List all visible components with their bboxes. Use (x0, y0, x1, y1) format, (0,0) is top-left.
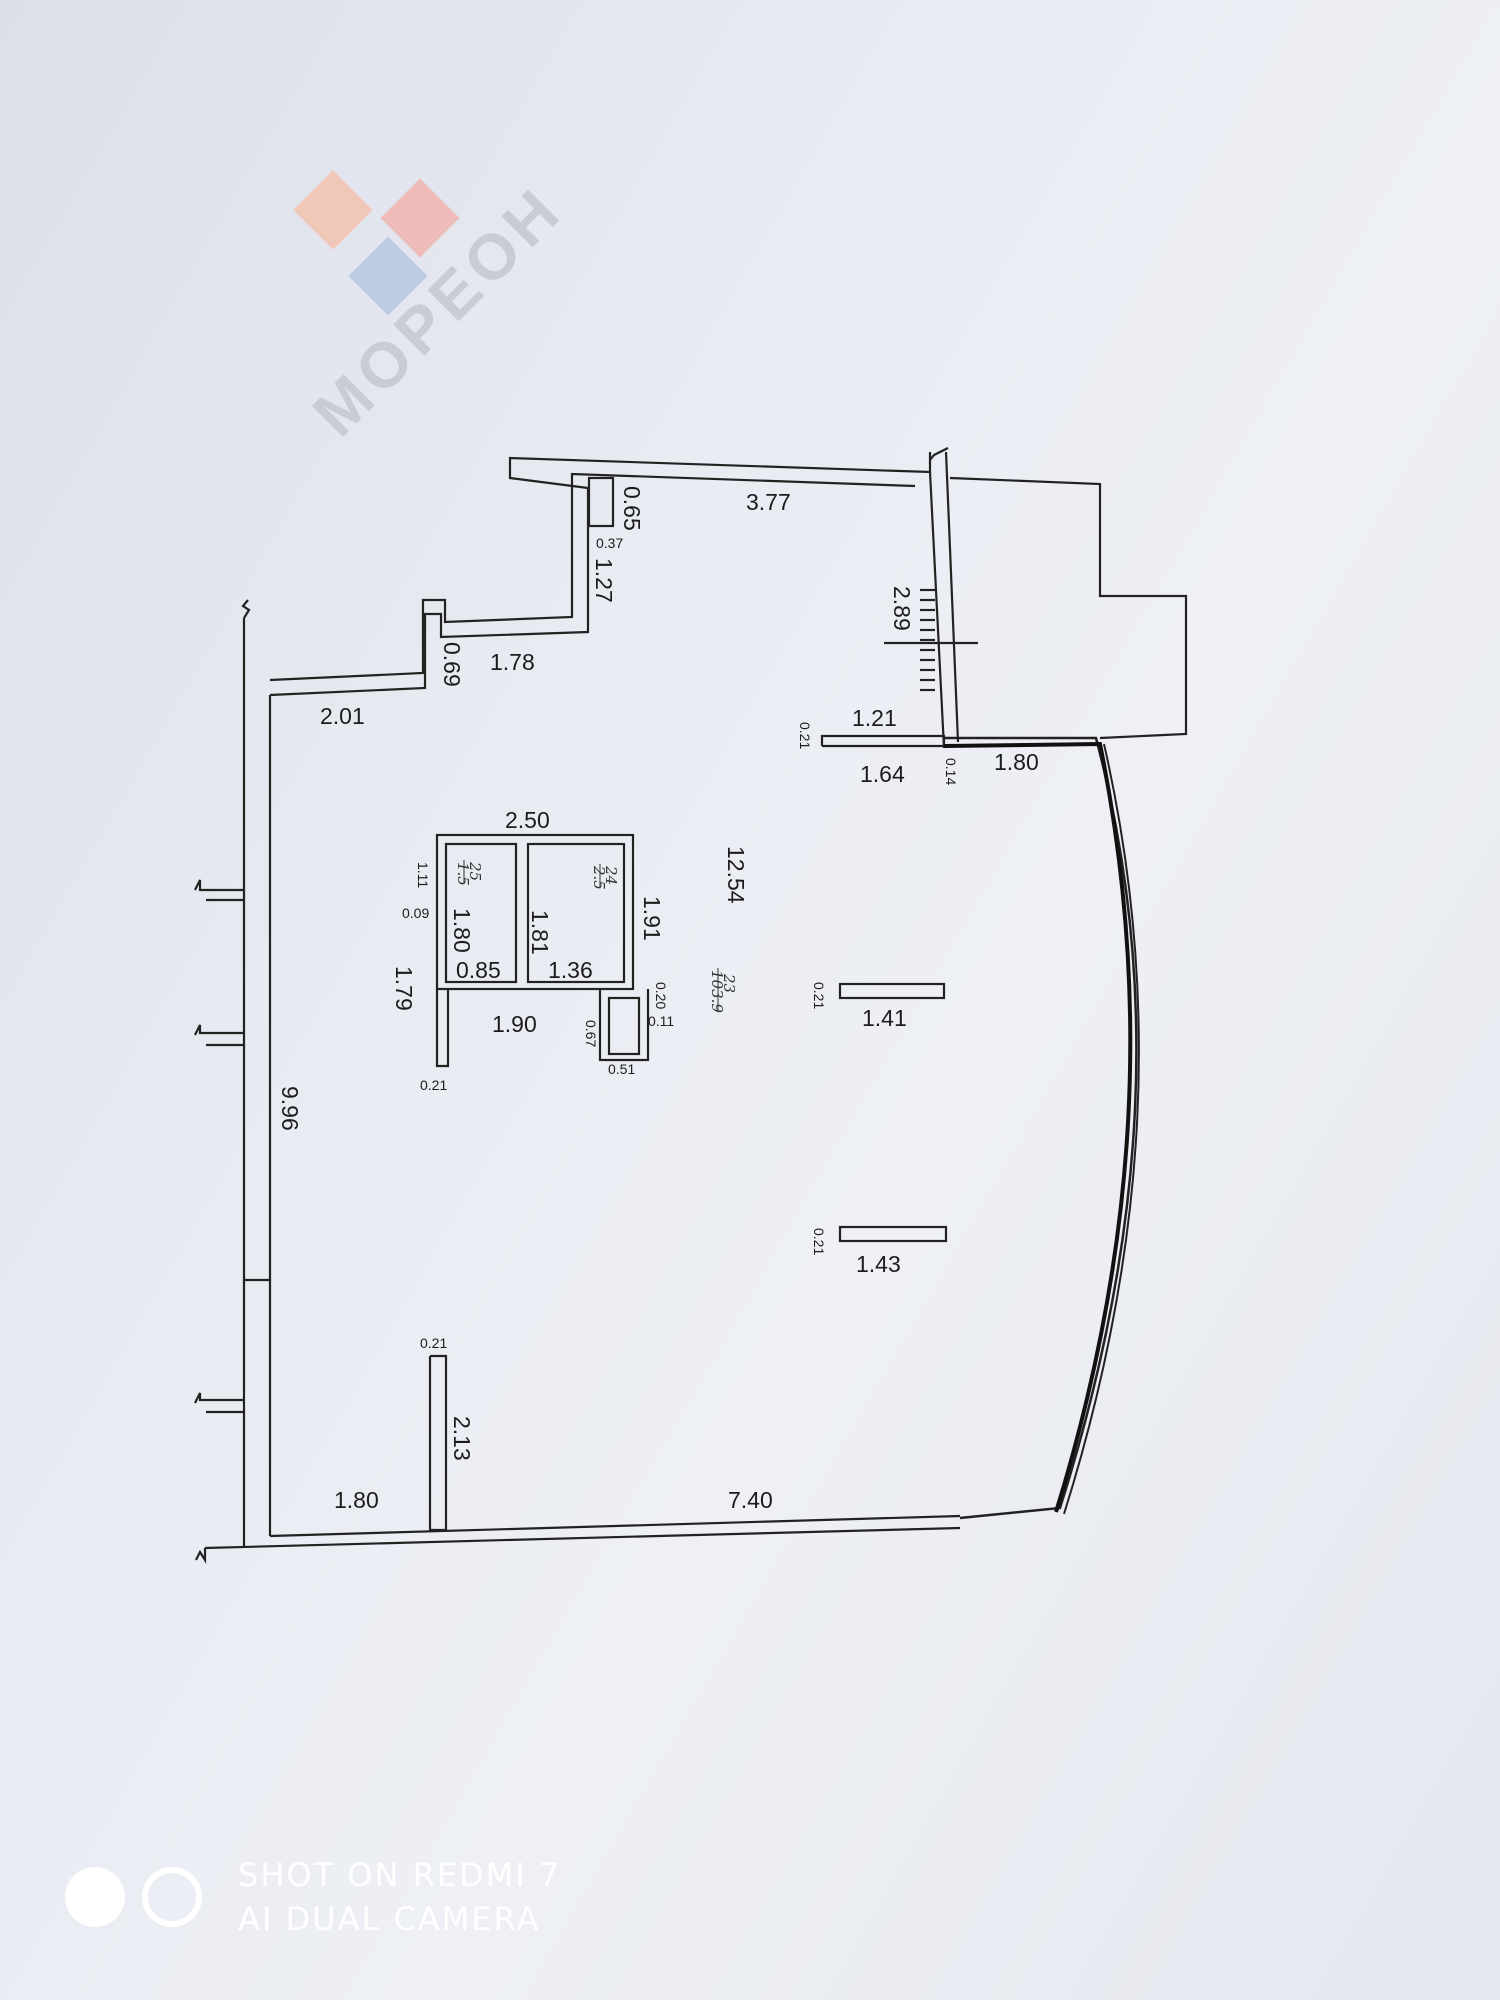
dim-0-67: 0.67 (583, 1020, 599, 1047)
dim-0-21-c2: 0.21 (811, 1228, 827, 1255)
dim-1-27: 1.27 (591, 558, 617, 603)
dim-3-77: 3.77 (746, 489, 791, 515)
dim-1-43: 1.43 (856, 1251, 901, 1277)
wc-block (435, 833, 635, 991)
dim-2-89: 2.89 (889, 586, 915, 631)
stair-wall-right (944, 451, 960, 743)
room-24-area: 2.5 (590, 865, 608, 890)
top-niche (587, 476, 615, 528)
wc-stub-wall (435, 989, 450, 1068)
dim-0-21-a: 0.21 (420, 1077, 447, 1093)
camera-dot-ring-icon (142, 1867, 202, 1927)
dim-0-37: 0.37 (596, 535, 623, 551)
dim-1-91: 1.91 (639, 896, 665, 941)
bottom-wall-outer (204, 1526, 961, 1550)
dim-0-20: 0.20 (653, 982, 669, 1009)
shaft-box (607, 996, 641, 1056)
dim-1-78: 1.78 (490, 649, 535, 675)
dim-1-81: 1.81 (527, 910, 553, 955)
logo-tile-orange (293, 170, 373, 250)
dim-0-65: 0.65 (619, 486, 645, 531)
column-2 (838, 1225, 948, 1243)
dim-1-64: 1.64 (860, 761, 905, 787)
room-23-area: 103.9 (708, 970, 726, 1013)
logo-tile-red (380, 178, 460, 258)
wall-break-top-left (241, 599, 251, 619)
camera-dot-filled-icon (65, 1867, 125, 1927)
dim-0-21-stair: 0.21 (797, 722, 813, 749)
camera-stamp-line1: SHOT ON REDMI 7 (238, 1856, 561, 1894)
dim-1-90: 1.90 (492, 1011, 537, 1037)
dim-1-80-wc: 1.80 (449, 908, 475, 953)
top-stepped-wall-inner (269, 472, 916, 682)
shaft-outline (598, 989, 650, 1062)
dim-1-41: 1.41 (862, 1005, 907, 1031)
room-25 (444, 842, 518, 984)
upper-right-outline (949, 476, 1188, 740)
dim-1-80-top: 1.80 (994, 749, 1039, 775)
dim-12-54: 12.54 (723, 846, 749, 904)
dim-7-40: 7.40 (728, 1487, 773, 1513)
logo-tile-blue (348, 236, 428, 316)
dim-2-50: 2.50 (505, 807, 550, 833)
dim-1-79: 1.79 (391, 966, 417, 1011)
room-25-number: 25 (466, 861, 484, 881)
moreon-watermark-logo (293, 170, 460, 316)
dim-0-69: 0.69 (439, 642, 465, 687)
camera-stamp-line2: AI DUAL CAMERA (238, 1900, 540, 1938)
stair-landing-wall (820, 734, 946, 748)
room-annotations: 25 1.5 24 2.5 23 103.9 (454, 860, 738, 1013)
dim-1-80-bottom: 1.80 (334, 1487, 379, 1513)
bottom-wall-inner (269, 1514, 961, 1538)
camera-stamp: SHOT ON REDMI 7 AI DUAL CAMERA (65, 1856, 561, 1938)
top-stepped-wall-outer (269, 452, 932, 697)
stair-wall-left (928, 471, 946, 749)
dim-0-21-b: 0.21 (420, 1335, 447, 1351)
curved-facade (943, 736, 1140, 1520)
left-stub-2 (194, 1024, 244, 1036)
dim-2-13: 2.13 (449, 1416, 475, 1461)
bottom-left-break (195, 1548, 207, 1564)
left-stub-3 (194, 1392, 244, 1404)
dim-2-01: 2.01 (320, 703, 365, 729)
dim-0-09: 0.09 (402, 905, 429, 921)
dim-1-36: 1.36 (548, 957, 593, 983)
dim-1-11: 1.11 (415, 862, 431, 888)
dim-0-11: 0.11 (648, 1013, 674, 1029)
interior-partition-bottom (428, 1354, 448, 1532)
dim-0-14: 0.14 (943, 758, 959, 785)
dim-1-21: 1.21 (852, 705, 897, 731)
column-1 (838, 982, 946, 1000)
dimension-labels: 0.65 0.37 1.27 3.77 2.89 1.21 0.21 1.64 … (277, 486, 1039, 1513)
left-stub-1 (194, 879, 244, 892)
room-24-number: 24 (602, 865, 620, 885)
room-24 (526, 842, 626, 984)
room-25-area: 1.5 (454, 862, 472, 886)
wall-break-top-right (929, 447, 949, 461)
dim-9-96: 9.96 (277, 1086, 303, 1131)
walls (194, 447, 1188, 1564)
dim-0-21-c1: 0.21 (811, 982, 827, 1009)
dim-0-51: 0.51 (608, 1061, 635, 1077)
dim-0-85: 0.85 (456, 957, 501, 983)
room-23-number: 23 (720, 973, 738, 993)
left-wall (242, 618, 272, 1282)
